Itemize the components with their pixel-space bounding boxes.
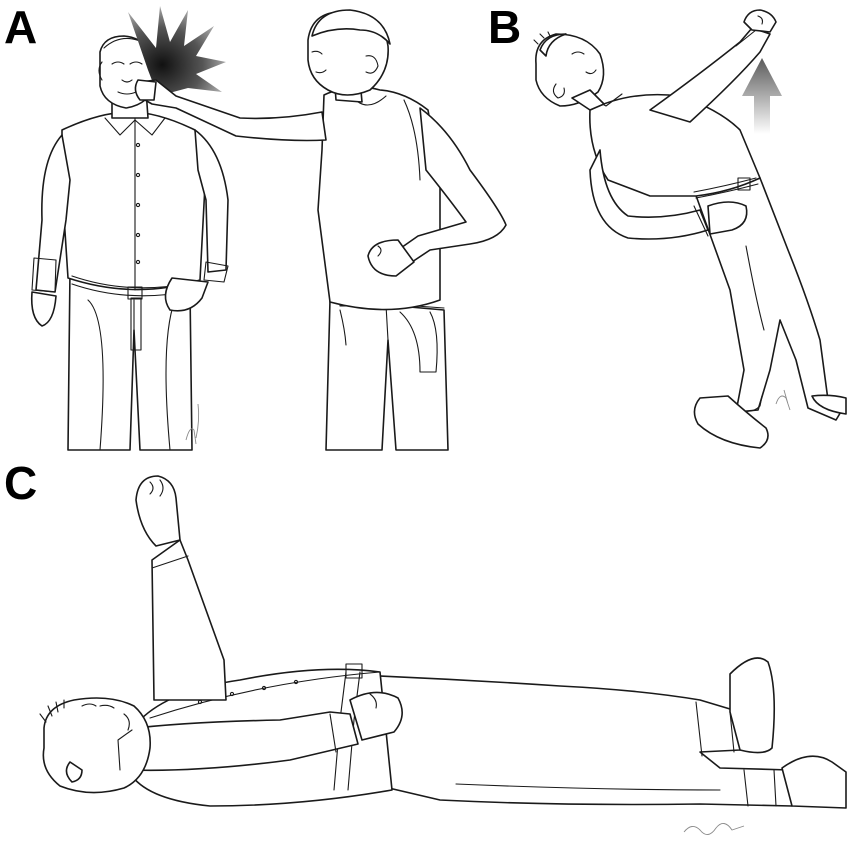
victim-figure — [30, 35, 229, 451]
up-arrow-icon — [742, 58, 782, 134]
supine-figure — [39, 475, 847, 809]
panel-c-scene — [39, 475, 847, 835]
artist-signature — [775, 389, 791, 411]
falling-figure — [533, 9, 847, 449]
panel-label-c: C — [4, 457, 38, 509]
panel-label-a: A — [4, 1, 38, 53]
panel-b-scene — [533, 9, 847, 449]
artist-signature — [185, 403, 200, 445]
attacker-figure — [134, 9, 507, 451]
artist-signature — [683, 823, 745, 835]
impact-burst-icon — [128, 6, 226, 96]
panel-label-b: B — [488, 1, 522, 53]
panel-a-scene — [30, 6, 507, 451]
